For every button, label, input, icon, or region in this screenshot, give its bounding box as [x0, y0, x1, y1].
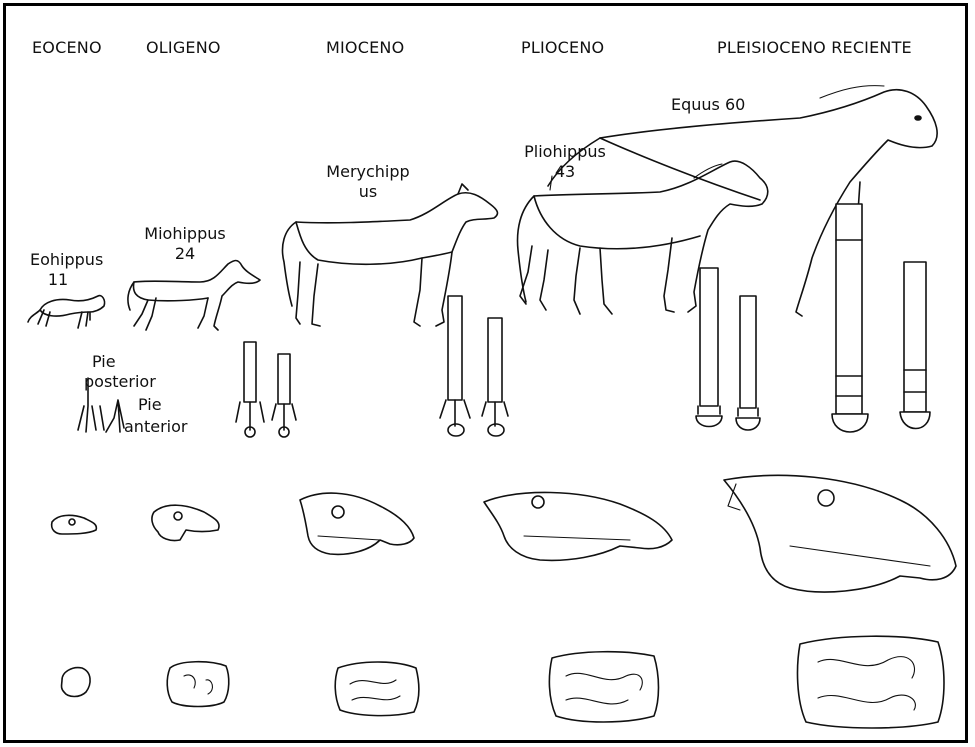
equus-tooth-drawing: [798, 636, 944, 728]
pliohippus-body-drawing: [518, 161, 768, 314]
merychippus-tooth-drawing: [335, 662, 419, 716]
eohippus-skull-drawing: [52, 515, 97, 534]
pliohippus-skull-drawing: [484, 492, 672, 560]
eohippus-body-drawing: [28, 296, 105, 328]
pliohippus-tooth-drawing: [549, 652, 658, 722]
miohippus-tooth-drawing: [167, 662, 229, 707]
miohippus-skull-drawing: [152, 505, 219, 540]
miohippus-body-drawing: [128, 261, 260, 331]
pliohippus-feet-drawing: [696, 268, 760, 430]
merychippus-skull-drawing: [300, 493, 414, 554]
merychippus-feet-drawing: [440, 296, 508, 436]
miohippus-feet-drawing: [236, 342, 296, 437]
eohippus-feet-drawing: [78, 378, 124, 432]
equus-body-drawing: [548, 86, 937, 316]
eohippus-tooth-drawing: [62, 668, 91, 697]
equus-skull-drawing: [724, 475, 956, 592]
equus-feet-drawing: [832, 204, 930, 432]
merychippus-body-drawing: [283, 184, 498, 326]
